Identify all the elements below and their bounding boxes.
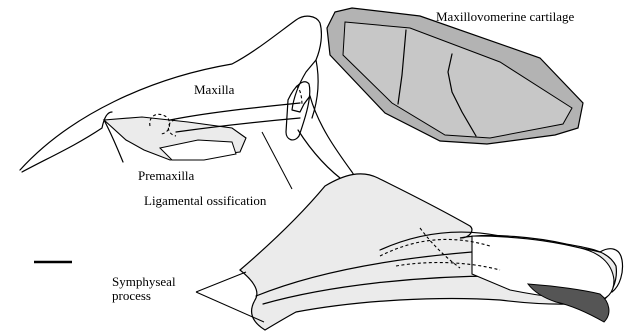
- label-ligamental-ossification: Ligamental ossification: [144, 193, 267, 208]
- label-maxilla: Maxilla: [194, 82, 235, 97]
- label-symphyseal: Symphyseal: [112, 274, 176, 289]
- label-premaxilla: Premaxilla: [138, 168, 195, 183]
- ligamental-ossification-pointer: [262, 132, 292, 189]
- label-process: process: [112, 288, 151, 303]
- maxillovomerine-cartilage: [327, 8, 583, 144]
- label-maxillovomerine-cartilage: Maxillovomerine cartilage: [436, 9, 574, 24]
- premaxilla: [104, 114, 246, 162]
